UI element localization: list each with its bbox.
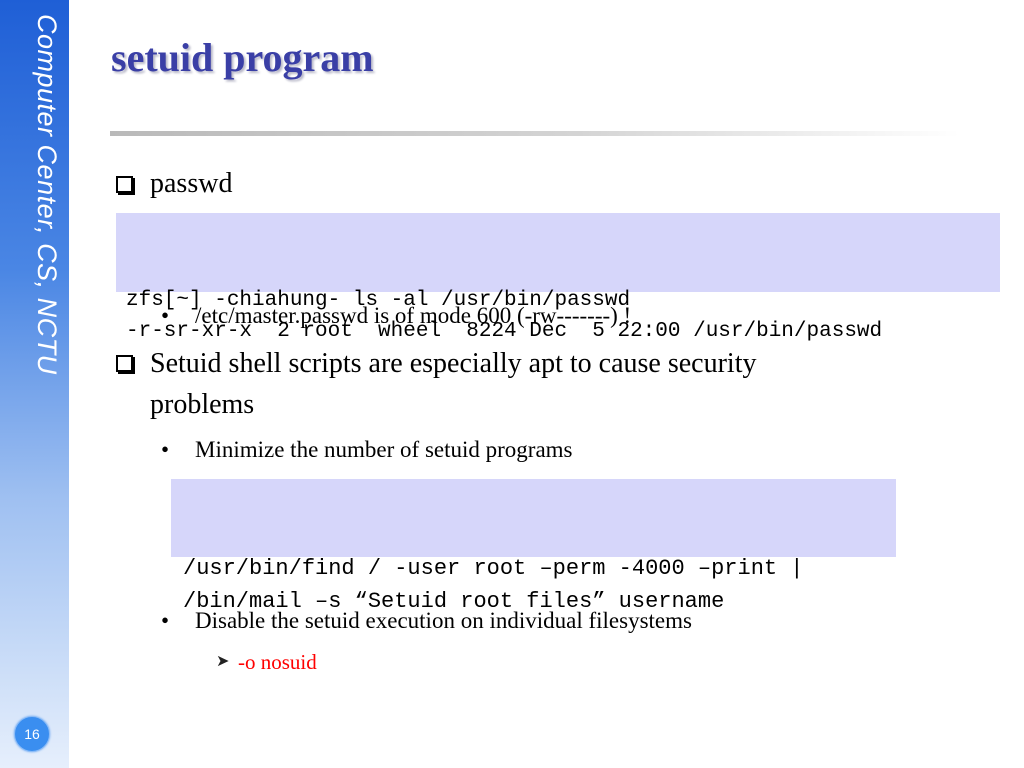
passwd-code-block: zfs[~] -chiahung- ls -al /usr/bin/passwd… [116, 213, 1000, 343]
slide-title: setuid program [111, 35, 374, 80]
code-line: -r-sr-xr-x 2 root wheel 8224 Dec 5 22:00… [126, 320, 883, 343]
bullet-dot-icon: • [161, 608, 170, 633]
arrow-bullet-icon: ➤ [216, 653, 230, 670]
page-number-badge: 16 [14, 716, 50, 752]
bullet-dot-icon: • [161, 437, 170, 462]
sidebar: Computer Center, CS, NCTU 16 [0, 0, 69, 768]
sidebar-label: Computer Center, CS, NCTU [32, 14, 62, 375]
section-setuid-label-line1: Setuid shell scripts are especially apt … [150, 348, 757, 379]
checkbox-bullet-icon [116, 176, 133, 193]
bullet-minimize: Minimize the number of setuid programs [195, 437, 573, 462]
code-line: /usr/bin/find / -user root –perm -4000 –… [183, 556, 804, 581]
code-line: zfs[~] -chiahung- ls -al /usr/bin/passwd [126, 289, 631, 312]
title-divider [110, 131, 960, 136]
section-passwd-label: passwd [150, 168, 233, 199]
bullet-disable-setuid: Disable the setuid execution on individu… [195, 608, 692, 633]
find-code-block: /usr/bin/find / -user root –perm -4000 –… [171, 479, 896, 614]
bullet-dot-icon: • [161, 303, 170, 328]
checkbox-bullet-icon [116, 355, 133, 372]
bullet-master-passwd: /etc/master.passwd is of mode 600 (-rw--… [195, 303, 632, 328]
code-line: /bin/mail –s “Setuid root files” usernam… [183, 589, 725, 614]
section-setuid-label-line2: problems [150, 389, 255, 420]
sub-bullet-nosuid: -o nosuid [238, 650, 317, 674]
